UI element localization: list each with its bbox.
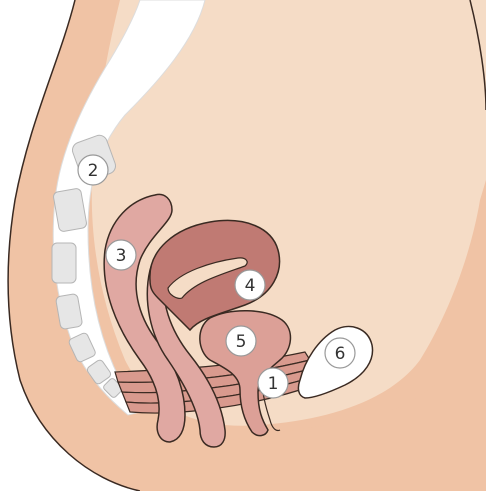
label-2: 2: [78, 155, 108, 185]
label-4: 4: [235, 270, 265, 300]
label-text: 2: [88, 161, 99, 181]
label-text: 6: [335, 344, 346, 364]
label-text: 3: [116, 246, 127, 266]
label-text: 4: [245, 276, 256, 296]
label-text: 1: [268, 374, 279, 394]
label-1: 1: [258, 368, 288, 398]
label-6: 6: [325, 338, 355, 368]
label-5: 5: [226, 326, 256, 356]
label-text: 5: [236, 332, 247, 352]
label-3: 3: [106, 240, 136, 270]
vertebra: [52, 243, 76, 283]
